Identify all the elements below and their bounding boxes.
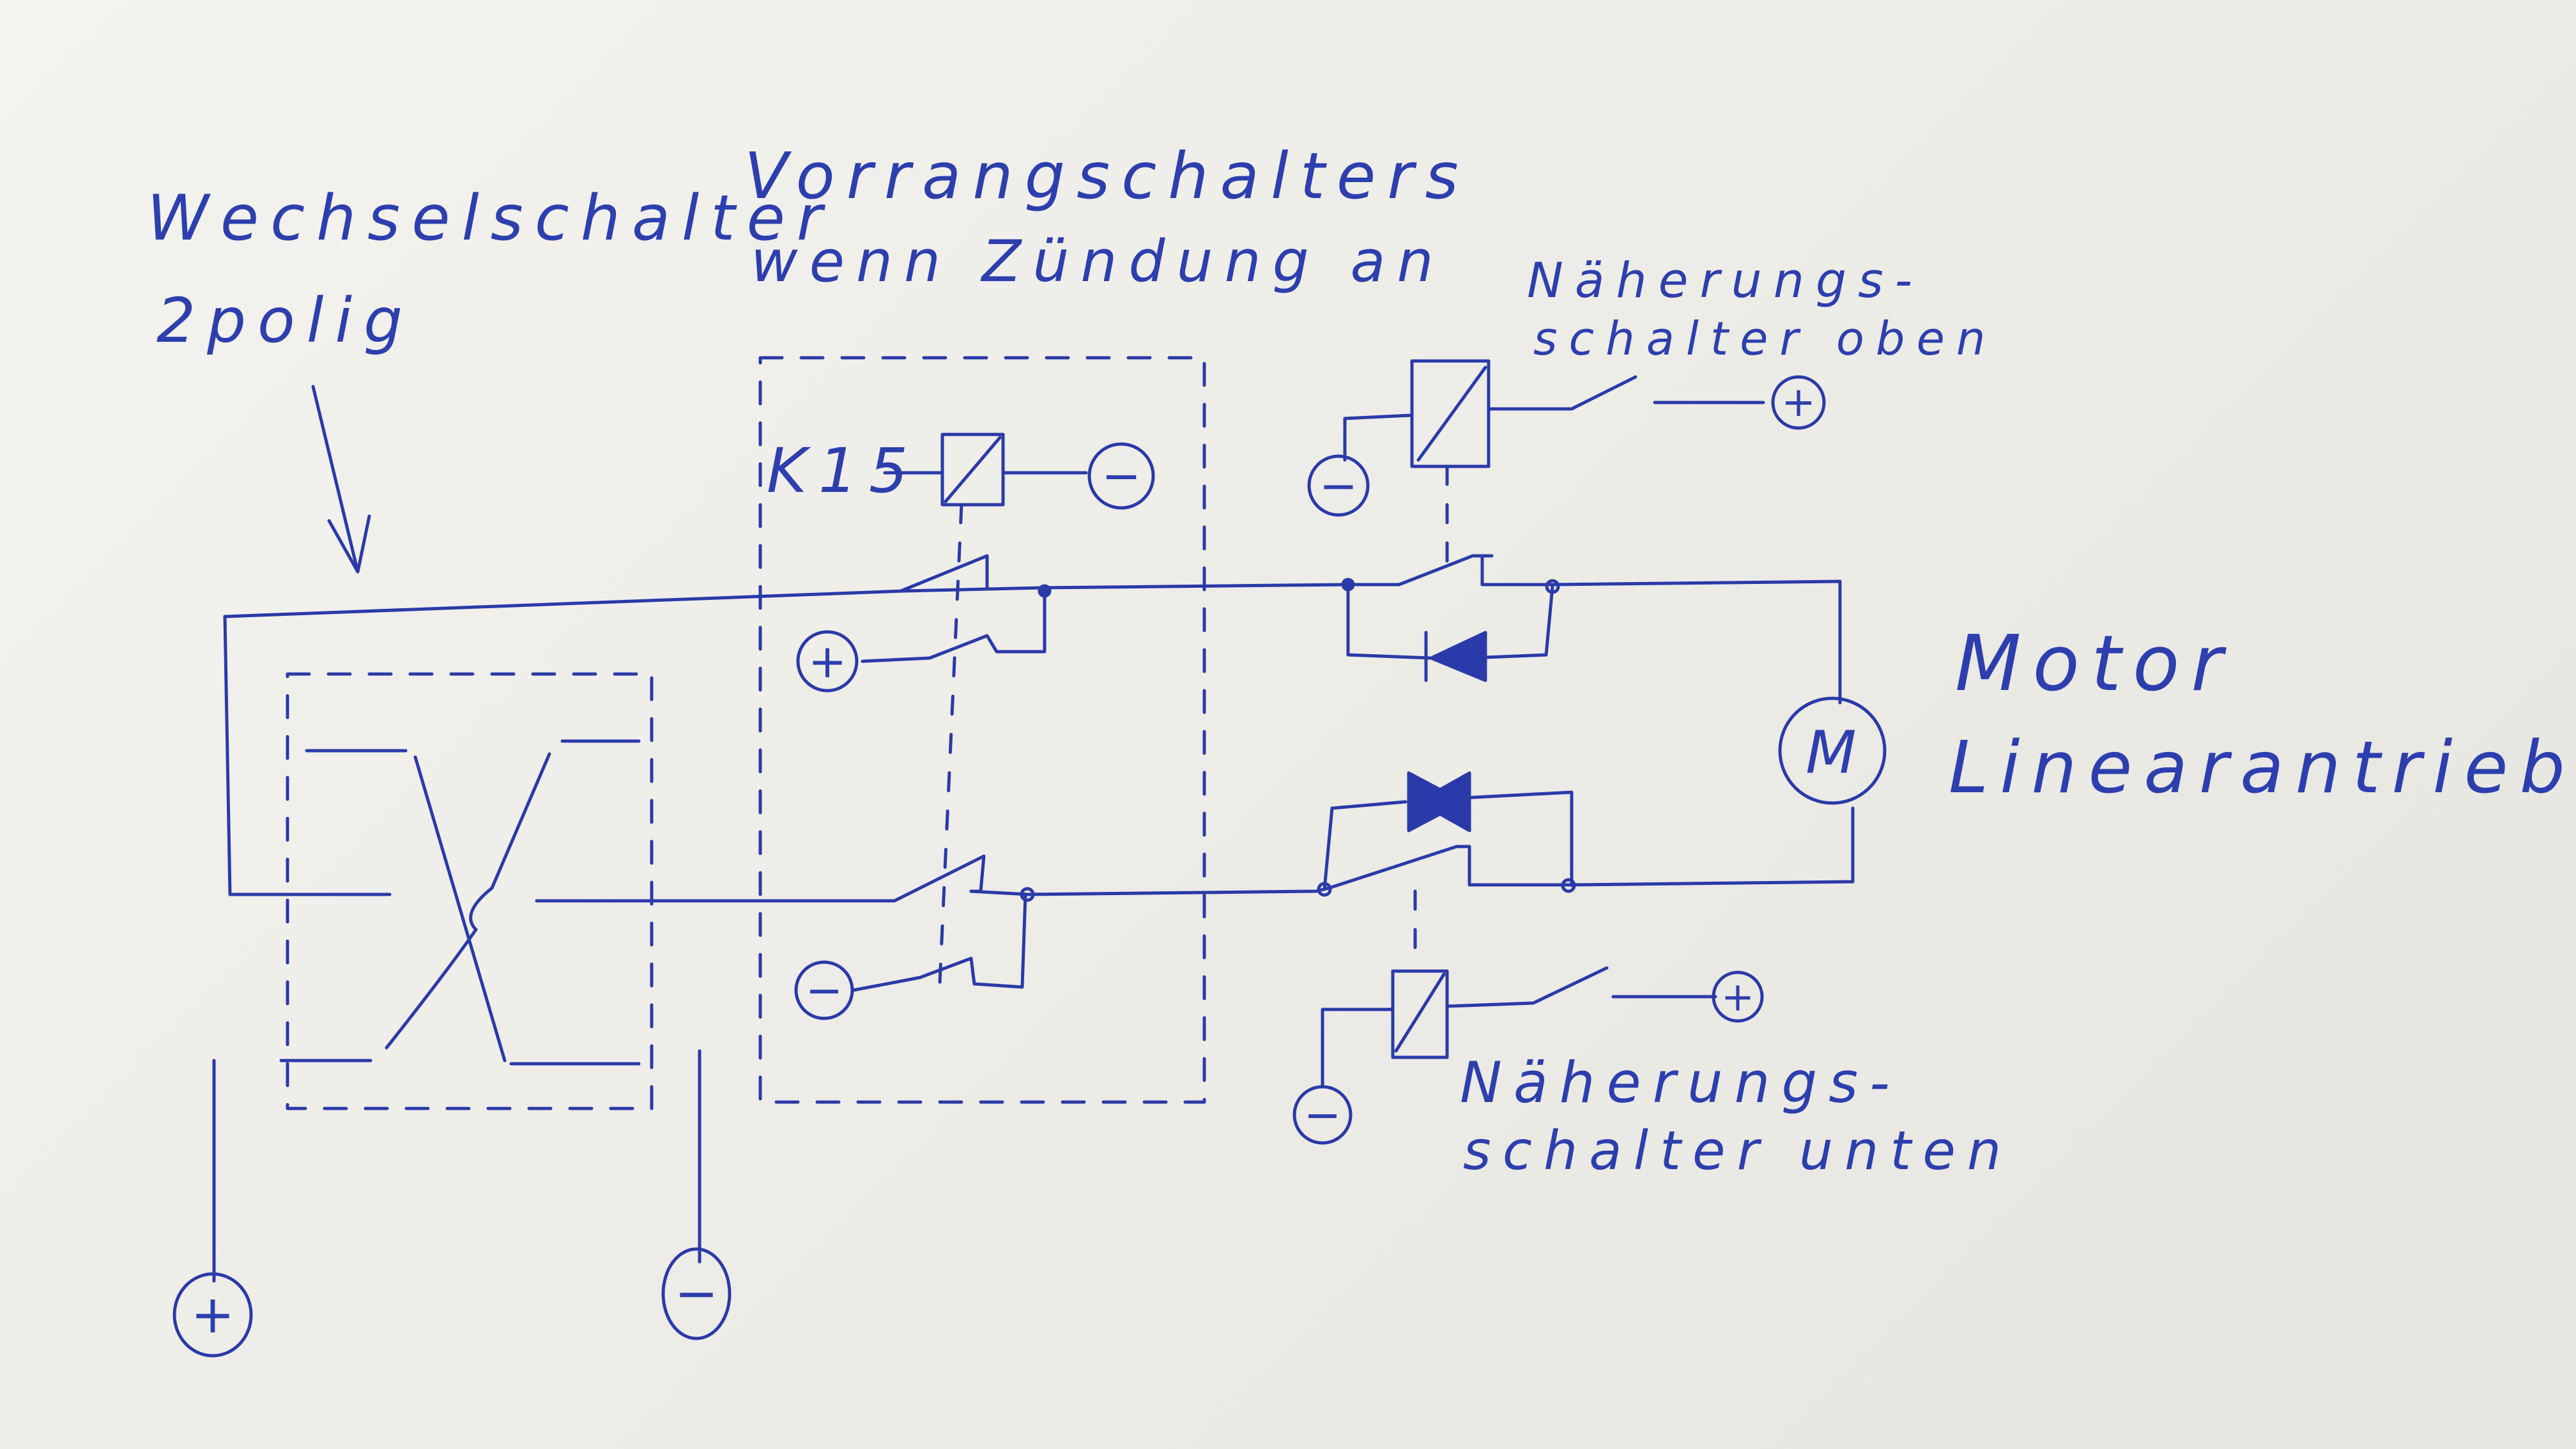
terminal-minus-k15: − [1087,442,1155,510]
svg-text:+: + [191,1285,235,1346]
vorrangschalter-label: Vorrangschalters [744,139,1470,213]
motor-label: Motor [1955,620,2234,709]
motor-symbol: M [1778,696,1887,805]
svg-text:−: − [1101,448,1141,503]
wenn-zuendung-an-label: wenn Zündung an [751,228,1445,295]
terminal-plus-top-switch: + [1771,375,1826,430]
motor-m-label: M [1805,719,1856,787]
terminal-minus-priority: − [794,960,854,1020]
terminal-minus-bottom-relay: − [1292,1085,1353,1145]
top-limit-branch [1341,359,1765,682]
svg-text:+: + [1781,379,1816,426]
diode-bottom [1407,771,1471,832]
terminal-plus-priority: + [796,630,859,693]
top-wire [223,579,1842,896]
svg-text:−: − [1304,1089,1342,1141]
svg-text:+: + [808,634,847,688]
svg-text:+: + [1721,974,1754,1020]
priority-relay-box [758,356,1206,1104]
zweipolig-label: 2polig [157,285,414,356]
svg-text:−: − [806,964,843,1016]
terminal-plus-bottom-switch: + [1712,970,1764,1023]
pointer-arrow [311,385,371,574]
svg-text:−: − [675,1264,719,1324]
supply-wires [212,1049,702,1283]
changeover-switch [279,672,654,1110]
bottom-limit-branch [1317,771,1717,1088]
terminal-plus-main: + [172,1272,253,1358]
bottom-wire [535,806,1855,903]
bottom-relay-coil [1391,969,1449,1059]
terminal-minus-main: − [661,1247,732,1340]
k15-label: K15 [767,435,919,507]
linearantrieb-label: Linearantrieb [1949,726,2576,809]
naeherungsschalter-unten-label-2: schalter unten [1463,1119,2012,1182]
svg-text:−: − [1319,459,1358,512]
k15-relay-coil [940,433,1005,507]
diode-top [1424,631,1487,682]
naeherungsschalter-oben-label-1: Näherungs- [1527,252,1924,309]
naeherungsschalter-unten-label-1: Näherungs- [1460,1050,1901,1116]
naeherungsschalter-oben-label-2: schalter oben [1533,312,1997,365]
terminal-minus-top-relay: − [1307,454,1370,517]
wechselschalter-label: Wechselschalter [147,182,834,255]
